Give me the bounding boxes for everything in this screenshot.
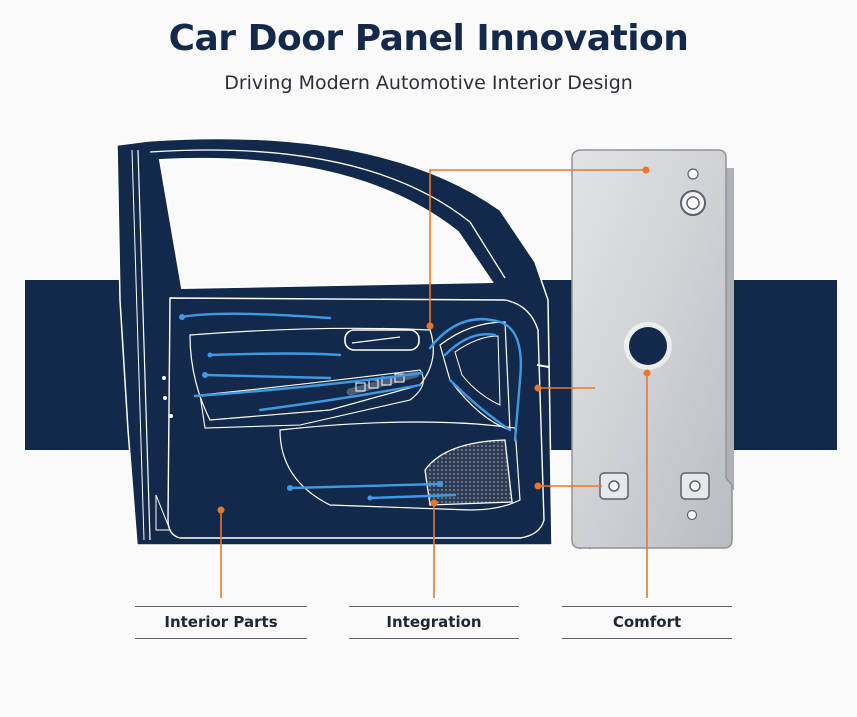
door-handle — [344, 329, 420, 351]
page-title: Car Door Panel Innovation — [168, 18, 689, 59]
callout-dots — [217, 166, 651, 514]
label-comfort: Comfort — [562, 606, 732, 639]
side-panel-illustration — [571, 149, 734, 549]
door-illustration — [116, 137, 553, 546]
speaker-grille — [424, 439, 513, 506]
label-interior-parts: Interior Parts — [135, 606, 307, 639]
callout-lines — [220, 169, 648, 598]
wiring-nodes — [179, 314, 443, 501]
label-integration: Integration — [349, 606, 519, 639]
page-subtitle: Driving Modern Automotive Interior Desig… — [224, 72, 633, 94]
